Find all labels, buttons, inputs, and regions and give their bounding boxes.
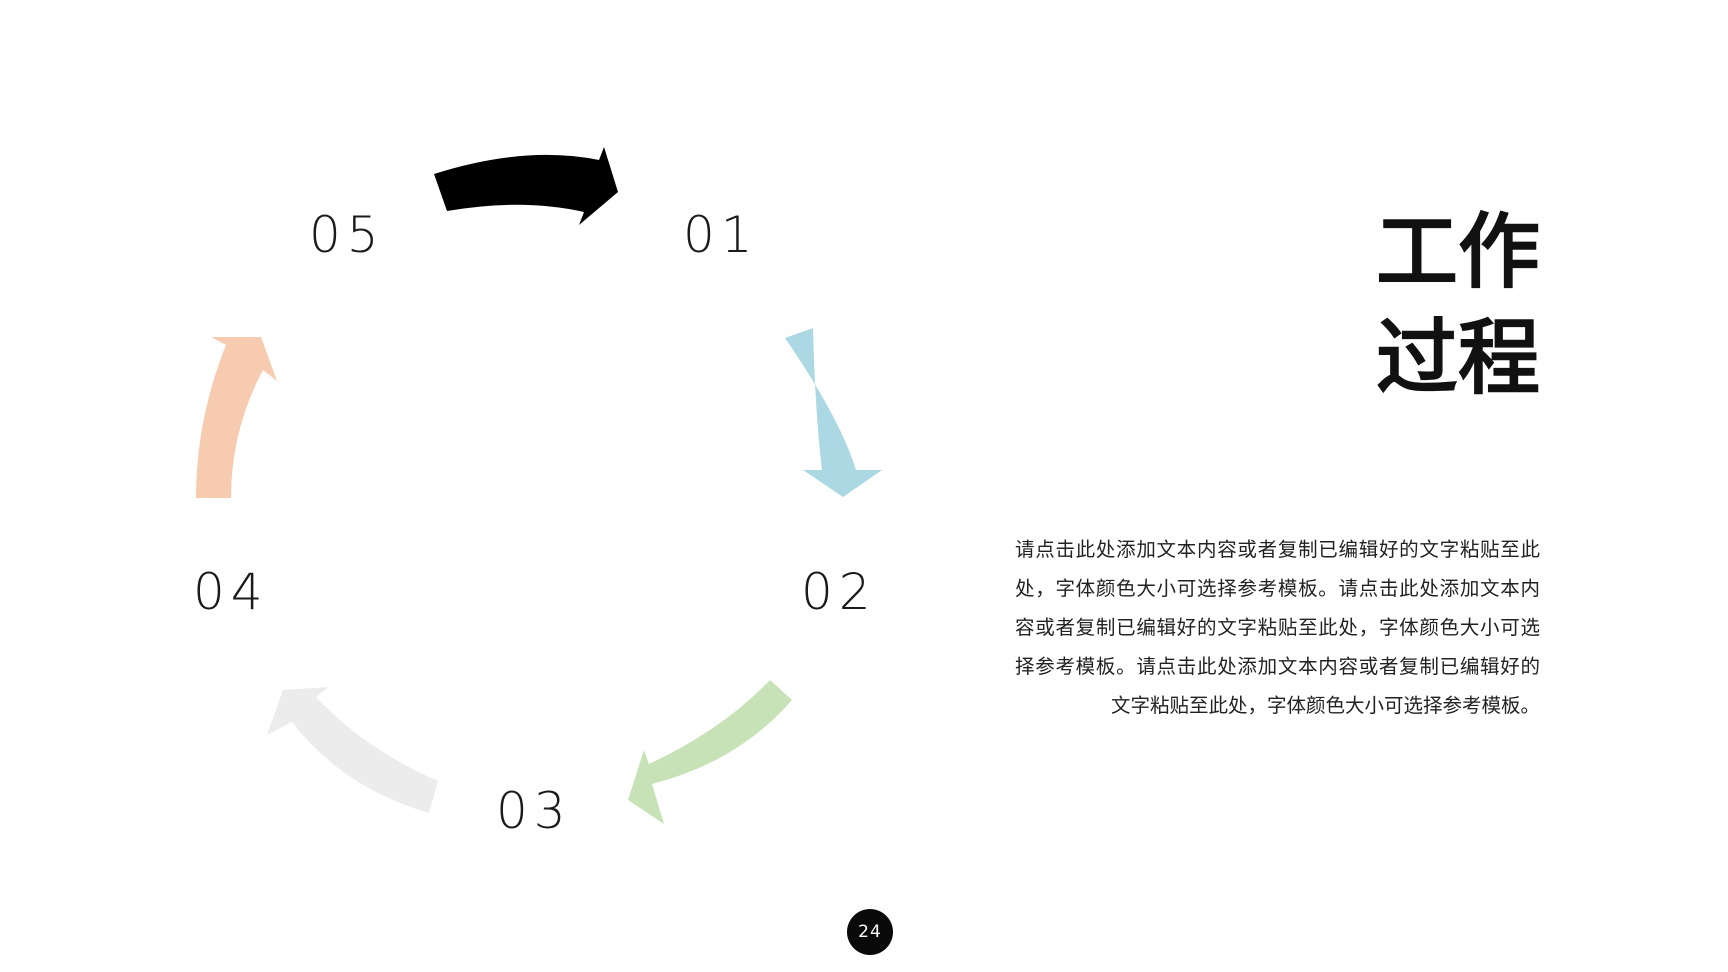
arrow-03-to-04 [267,687,438,813]
step-label-03: 03 [496,782,572,840]
step-label-02: 02 [801,563,877,621]
arrow-02-to-03 [628,680,792,824]
arrow-04-to-05 [196,337,277,498]
title-line-2: 过程 [1375,311,1540,406]
step-label-01: 01 [683,206,759,264]
step-label-04: 04 [193,563,269,621]
title-line-1: 工作 [1375,205,1540,300]
arrow-05-to-01 [434,147,618,225]
body-paragraph: 请点击此处添加文本内容或者复制已编辑好的文字粘贴至此处，字体颜色大小可选择参考模… [1015,538,1540,717]
page-number-badge: 24 [847,909,893,955]
cycle-diagram [196,147,882,824]
arrow-01-to-02 [785,328,882,497]
slide-title: 工作 过程 [1270,200,1540,412]
step-label-05: 05 [309,206,385,264]
